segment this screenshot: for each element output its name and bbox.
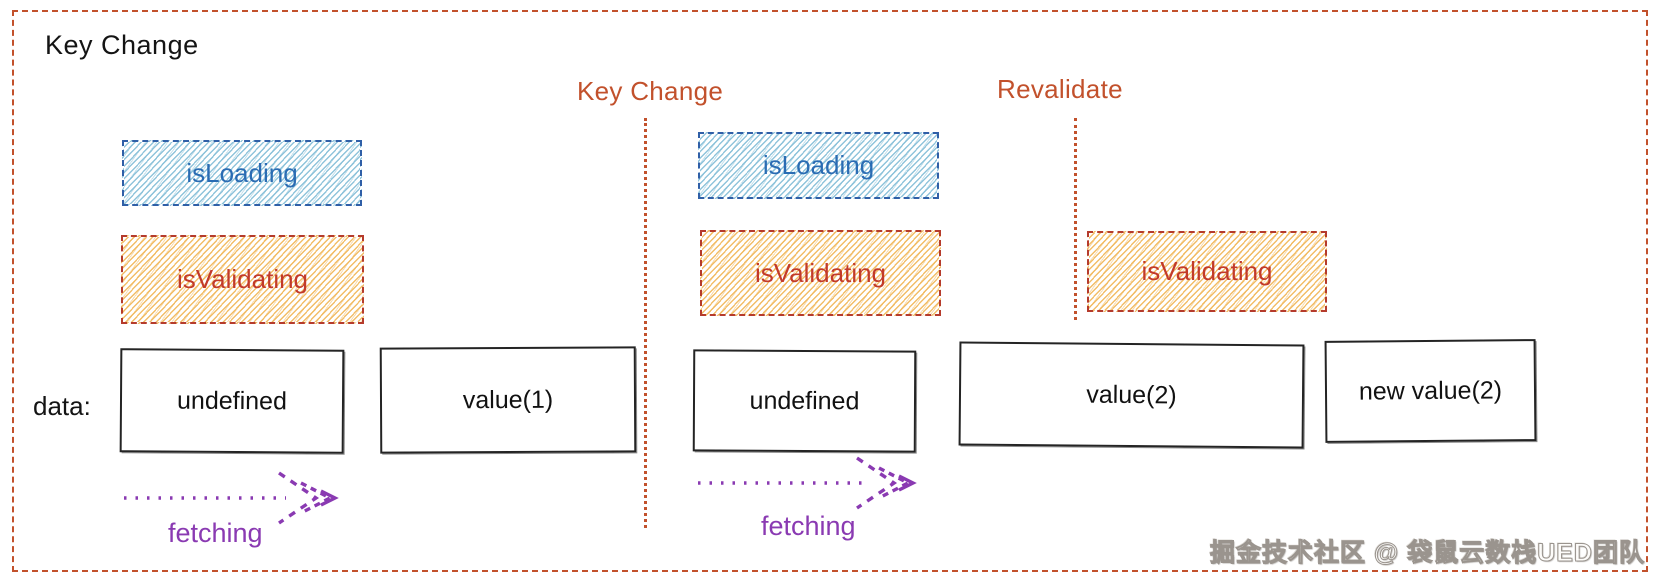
fetching-arrow-icon bbox=[124, 471, 339, 525]
data-row-label: data: bbox=[33, 391, 91, 421]
data-box-value: value(1) bbox=[462, 385, 554, 414]
watermark-text: 掘金技术社区 @ 袋鼠云数栈UED团队 bbox=[1209, 539, 1645, 568]
isloading-label: isLoading bbox=[762, 150, 875, 180]
isvalidating-box-1: isValidating bbox=[121, 235, 364, 324]
fetching-label-1: fetching bbox=[168, 518, 263, 548]
event-label-key-change: Key Change bbox=[577, 76, 724, 106]
isvalidating-label: isValidating bbox=[176, 264, 309, 294]
isloading-box-2: isLoading bbox=[698, 132, 939, 199]
data-box-value: value(2) bbox=[1086, 380, 1177, 409]
diagram-title: Key Change bbox=[45, 30, 199, 60]
data-box-undefined-2: undefined bbox=[692, 349, 917, 453]
isloading-box-1: isLoading bbox=[122, 140, 362, 206]
fetching-label-2: fetching bbox=[761, 511, 856, 541]
isloading-label: isLoading bbox=[186, 157, 298, 188]
isvalidating-label: isValidating bbox=[1141, 256, 1273, 286]
diagram-frame bbox=[12, 10, 1648, 572]
isvalidating-label: isValidating bbox=[754, 257, 887, 288]
event-label-revalidate: Revalidate bbox=[997, 74, 1123, 104]
isvalidating-box-3: isValidating bbox=[1087, 231, 1327, 312]
data-box-new-value-2: new value(2) bbox=[1324, 339, 1537, 443]
data-box-value: new value(2) bbox=[1358, 375, 1503, 406]
data-box-value: undefined bbox=[176, 386, 288, 415]
fetching-arrow-icon bbox=[698, 456, 917, 510]
revalidate-divider-line bbox=[1074, 118, 1077, 320]
data-box-value: undefined bbox=[749, 386, 860, 415]
data-box-undefined-1: undefined bbox=[119, 348, 345, 454]
data-box-value-2: value(2) bbox=[958, 341, 1305, 449]
isvalidating-box-2: isValidating bbox=[700, 230, 941, 316]
data-box-value-1: value(1) bbox=[379, 346, 637, 454]
key-change-divider-line bbox=[644, 118, 647, 528]
